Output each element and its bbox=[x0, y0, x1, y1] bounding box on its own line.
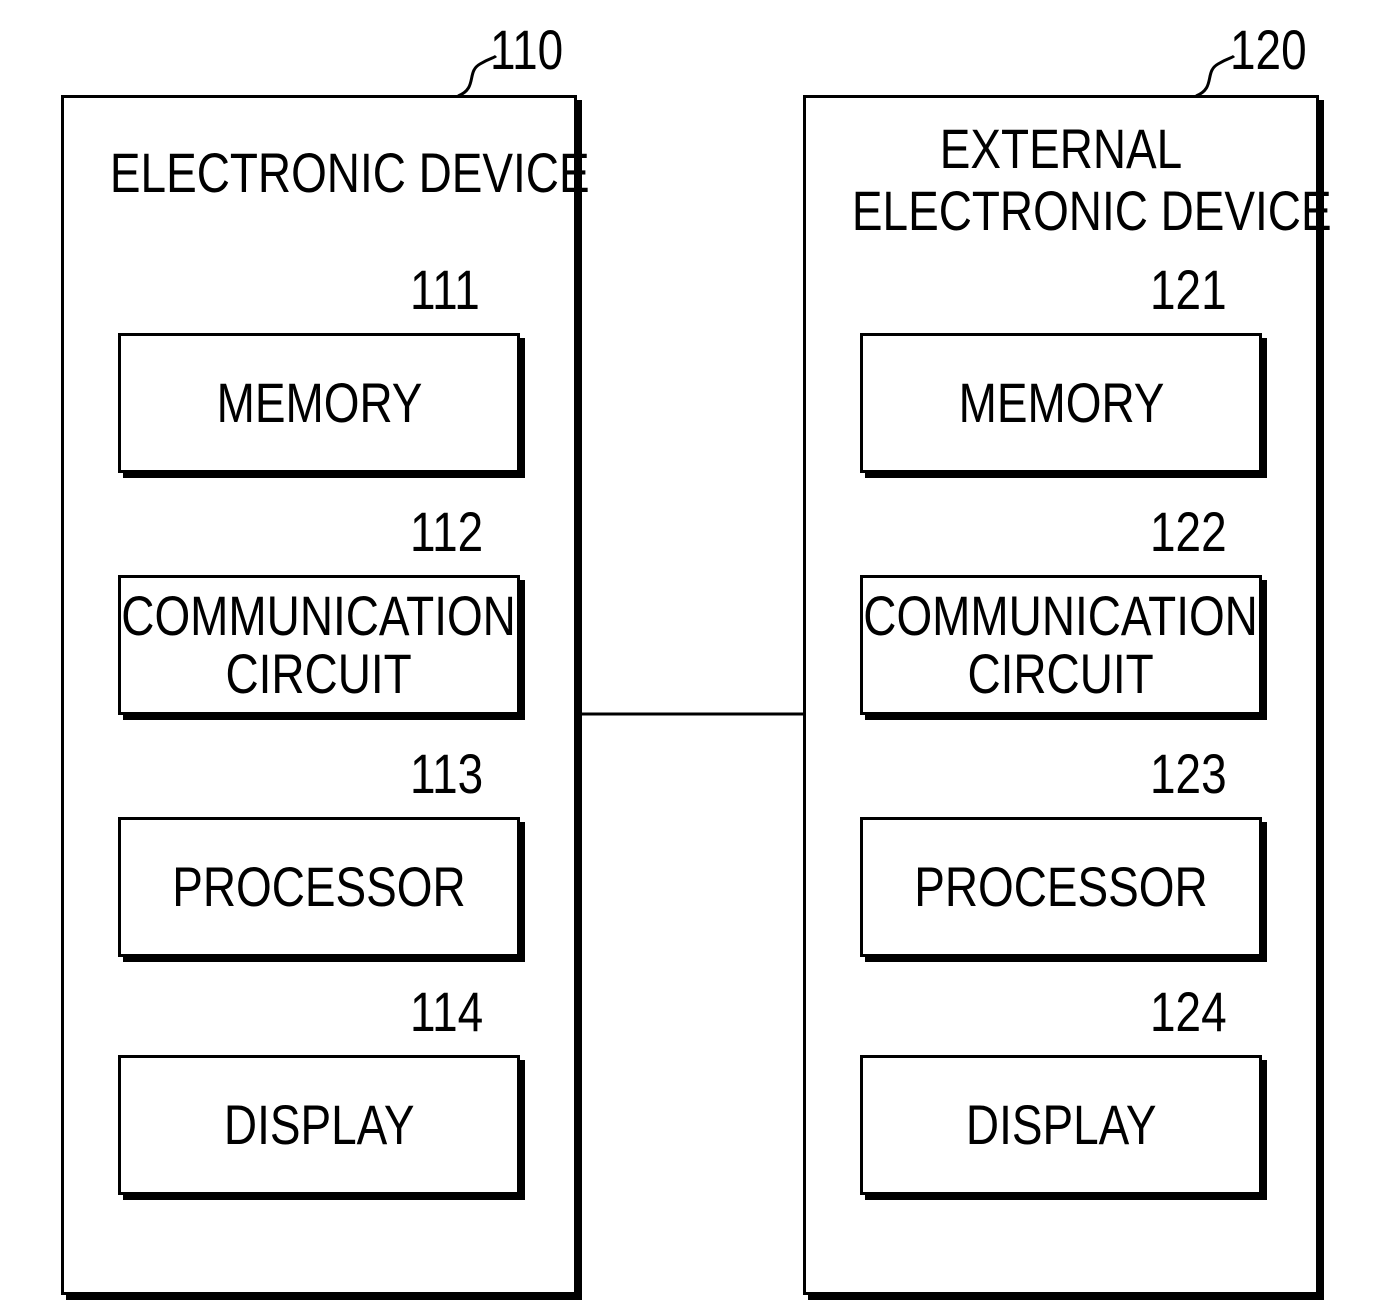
communication-circuit-label: COMMUNICATION CIRCUIT bbox=[122, 587, 517, 703]
memory-label-line: MEMORY bbox=[958, 374, 1164, 432]
device-title-line: ELECTRONIC DEVICE bbox=[110, 142, 528, 204]
ref-122: 122 bbox=[1150, 504, 1227, 560]
communication-circuit-label-line: CIRCUIT bbox=[122, 645, 517, 703]
communication-circuit-box: COMMUNICATION CIRCUIT bbox=[860, 575, 1262, 715]
device-title-line: ELECTRONIC DEVICE bbox=[852, 180, 1270, 242]
device-title-line: EXTERNAL bbox=[852, 118, 1270, 180]
processor-box: PROCESSOR bbox=[860, 817, 1262, 957]
device-title: EXTERNAL ELECTRONIC DEVICE bbox=[852, 118, 1270, 242]
processor-box: PROCESSOR bbox=[118, 817, 520, 957]
display-box: DISPLAY bbox=[860, 1055, 1262, 1195]
leader-120 bbox=[1196, 56, 1234, 96]
ref-123: 123 bbox=[1150, 746, 1227, 802]
ref-120: 120 bbox=[1230, 22, 1307, 78]
memory-label-line: MEMORY bbox=[216, 374, 422, 432]
memory-box: MEMORY bbox=[118, 333, 520, 473]
ref-110: 110 bbox=[490, 22, 563, 78]
memory-label: MEMORY bbox=[958, 374, 1164, 432]
communication-circuit-label: COMMUNICATION CIRCUIT bbox=[864, 587, 1259, 703]
processor-label-line: PROCESSOR bbox=[914, 858, 1207, 916]
ref-113: 113 bbox=[410, 746, 483, 802]
display-label-line: DISPLAY bbox=[224, 1096, 415, 1154]
device-title: ELECTRONIC DEVICE bbox=[110, 142, 528, 204]
communication-circuit-label-line: COMMUNICATION bbox=[864, 587, 1259, 645]
ref-112: 112 bbox=[410, 504, 483, 560]
ref-124: 124 bbox=[1150, 984, 1227, 1040]
processor-label-line: PROCESSOR bbox=[172, 858, 465, 916]
processor-label: PROCESSOR bbox=[914, 858, 1207, 916]
memory-box: MEMORY bbox=[860, 333, 1262, 473]
ref-121: 121 bbox=[1150, 262, 1227, 318]
display-label: DISPLAY bbox=[966, 1096, 1157, 1154]
memory-label: MEMORY bbox=[216, 374, 422, 432]
display-label-line: DISPLAY bbox=[966, 1096, 1157, 1154]
communication-circuit-box: COMMUNICATION CIRCUIT bbox=[118, 575, 520, 715]
communication-circuit-label-line: COMMUNICATION bbox=[122, 587, 517, 645]
display-box: DISPLAY bbox=[118, 1055, 520, 1195]
ref-111: 111 bbox=[410, 262, 480, 318]
communication-circuit-label-line: CIRCUIT bbox=[864, 645, 1259, 703]
processor-label: PROCESSOR bbox=[172, 858, 465, 916]
display-label: DISPLAY bbox=[224, 1096, 415, 1154]
ref-114: 114 bbox=[410, 984, 483, 1040]
